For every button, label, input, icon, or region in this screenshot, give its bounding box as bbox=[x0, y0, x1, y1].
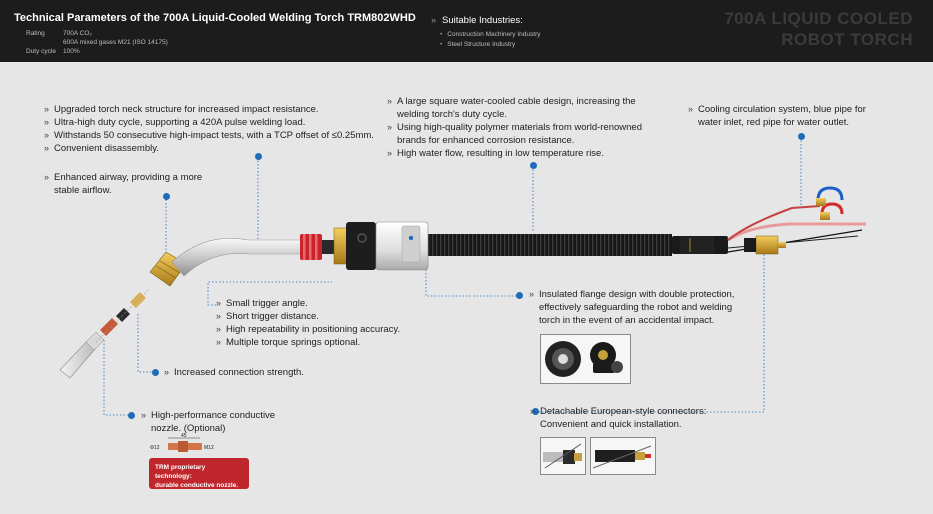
callout-neck: Upgraded torch neck structure for increa… bbox=[44, 103, 374, 155]
callout-dot bbox=[516, 292, 523, 299]
exploded-tip bbox=[59, 287, 151, 379]
flange-gold bbox=[333, 227, 349, 265]
flange-body bbox=[346, 222, 376, 270]
watermark: 700A LIQUID COOLED ROBOT TORCH bbox=[724, 9, 913, 49]
callout-connection: Increased connection strength. bbox=[164, 366, 304, 379]
torch-neck bbox=[171, 238, 303, 277]
connector-photo-2 bbox=[590, 437, 656, 475]
callout-dot bbox=[163, 193, 170, 200]
callout-dot bbox=[128, 412, 135, 419]
header-title: Technical Parameters of the 700A Liquid-… bbox=[14, 12, 416, 24]
flange-photo bbox=[540, 334, 631, 384]
callout-dot bbox=[152, 369, 159, 376]
callout-flange: Insulated flange design with double prot… bbox=[529, 288, 734, 327]
rear-connector bbox=[755, 235, 779, 255]
callout-cooling: Cooling circulation system, blue pipe fo… bbox=[688, 103, 866, 129]
industry-item: Construction Machinery Industry bbox=[440, 31, 540, 38]
callout-dot bbox=[798, 133, 805, 140]
callout-nozzle: High-performance conductive nozzle. (Opt… bbox=[141, 409, 275, 435]
callout-trigger: Small trigger angle. Short trigger dista… bbox=[216, 297, 400, 349]
proprietary-badge: TRM proprietary technology: durable cond… bbox=[149, 458, 249, 489]
header-bar: Technical Parameters of the 700A Liquid-… bbox=[0, 0, 933, 62]
nozzle-dimension-drawing: 45 Φ12 M12 bbox=[150, 433, 214, 452]
nozzle-length-label: 45 bbox=[181, 433, 187, 439]
corrugated-cable bbox=[428, 234, 672, 256]
nozzle-right-dim: M12 bbox=[204, 445, 214, 451]
callout-cable: A large square water-cooled cable design… bbox=[387, 95, 642, 160]
connector-photo-1 bbox=[540, 437, 586, 475]
water-outlet-pipe bbox=[820, 202, 844, 215]
nozzle-left-dim: Φ12 bbox=[150, 445, 160, 451]
callout-airway: Enhanced airway, providing a more stable… bbox=[44, 171, 202, 197]
spec-rating-mixed: 600A mixed gases M21 (ISO 14175) bbox=[63, 39, 168, 46]
industries-title: »Suitable Industries: bbox=[431, 15, 523, 26]
callout-dot bbox=[530, 162, 537, 169]
callout-dot bbox=[255, 153, 262, 160]
chevron-icon: » bbox=[431, 15, 437, 25]
callout-european: Detachable European-style connectors: Co… bbox=[530, 405, 706, 431]
industry-item: Steel Structure Industry bbox=[440, 41, 515, 48]
water-inlet-pipe bbox=[816, 186, 844, 201]
